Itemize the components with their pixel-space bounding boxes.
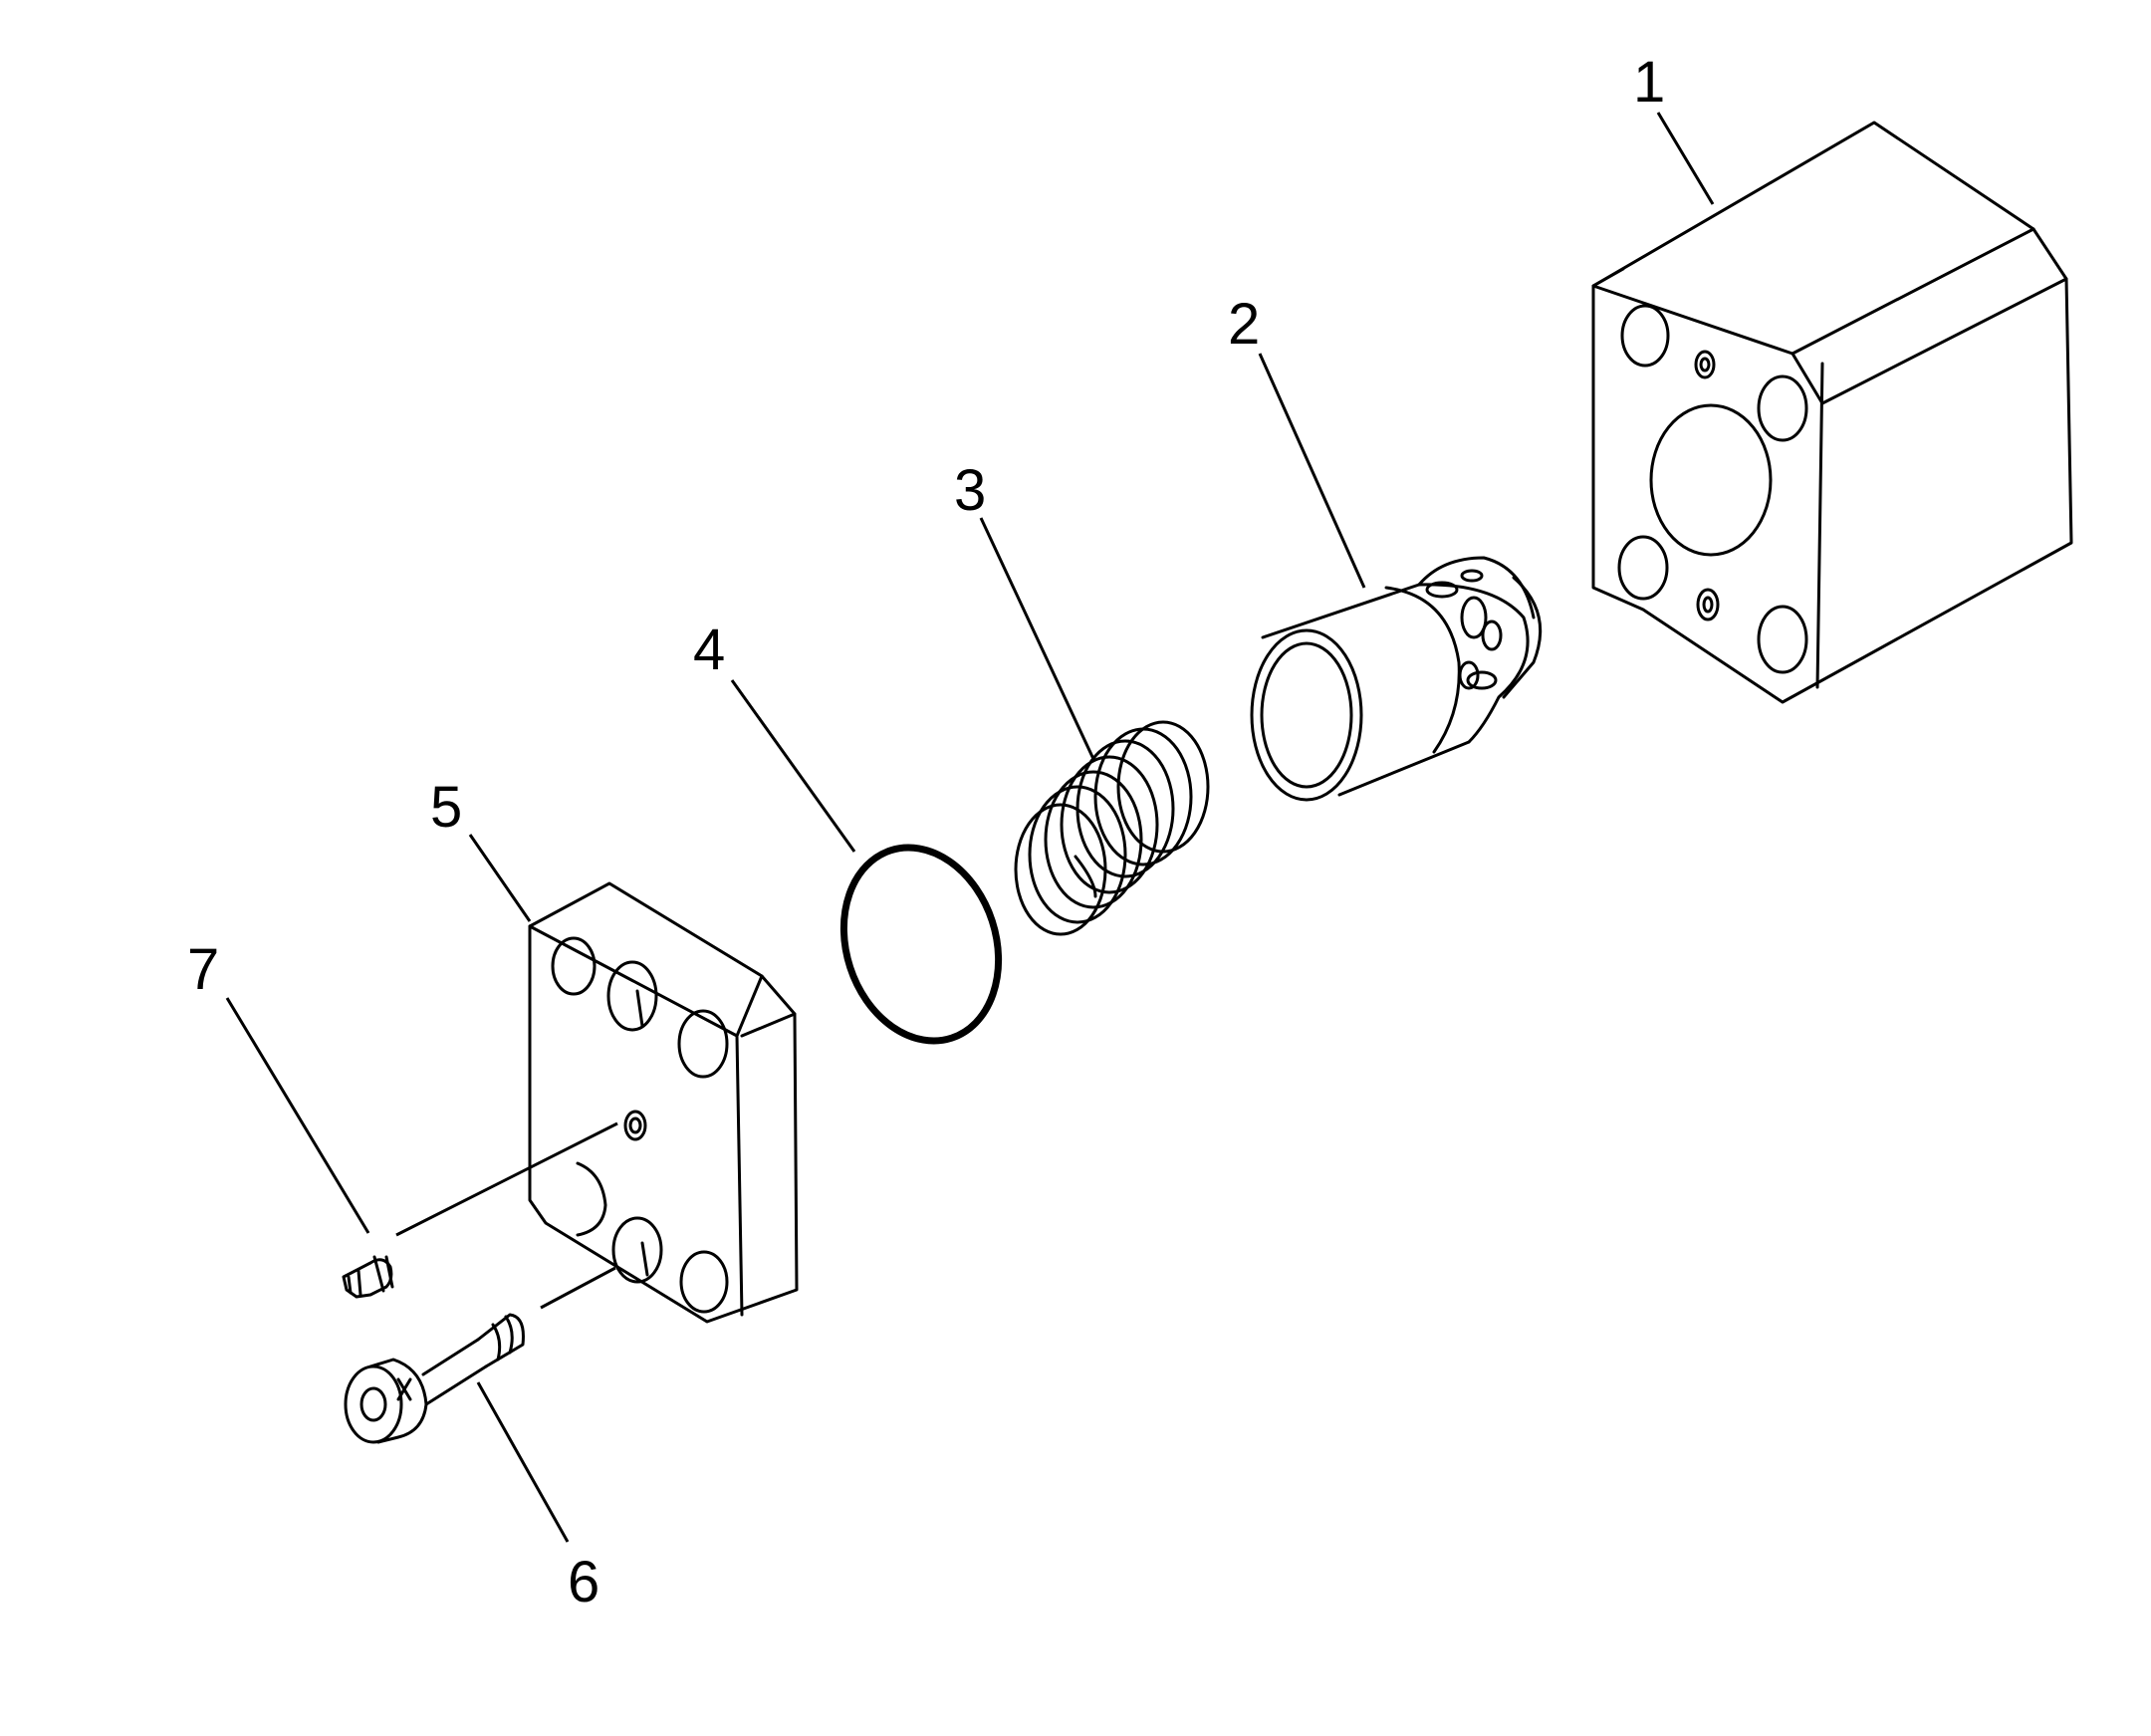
part-3-spring bbox=[1014, 720, 1210, 936]
part-7-plug bbox=[342, 1255, 394, 1299]
callout-1: 1 bbox=[1633, 50, 1665, 115]
part-2-sleeve bbox=[1250, 556, 1543, 802]
callout-2: 2 bbox=[1228, 292, 1260, 357]
assembly-lines bbox=[395, 1121, 618, 1310]
callout-6: 6 bbox=[568, 1550, 599, 1614]
part-5-cover-plate bbox=[528, 881, 799, 1324]
callout-5: 5 bbox=[430, 775, 462, 840]
part-4-o-ring bbox=[839, 844, 1003, 1045]
callouts: 1 2 3 4 5 6 7 bbox=[187, 50, 1665, 1614]
part-1-valve-body bbox=[1591, 121, 2073, 704]
part-6-bolt bbox=[344, 1313, 525, 1444]
leader-lines bbox=[225, 112, 1715, 1543]
callout-4: 4 bbox=[693, 618, 725, 682]
callout-3: 3 bbox=[954, 458, 986, 523]
callout-7: 7 bbox=[187, 937, 219, 1002]
